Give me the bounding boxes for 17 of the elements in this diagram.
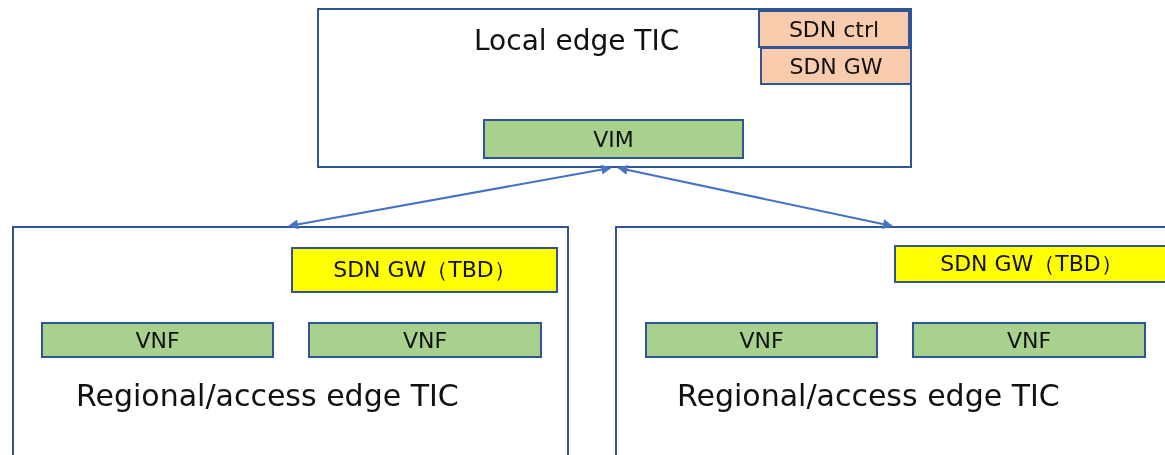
box-title: Local edge TIC bbox=[474, 24, 680, 57]
function-box: SDN ctrl bbox=[758, 10, 910, 48]
function-box: VNF bbox=[308, 322, 542, 358]
function-box: VNF bbox=[41, 322, 274, 358]
edge-tic-box bbox=[615, 226, 1165, 455]
double-arrow bbox=[617, 165, 893, 229]
function-box: VNF bbox=[645, 322, 878, 358]
function-box: SDN GW bbox=[760, 47, 912, 85]
double-arrow bbox=[288, 164, 612, 230]
edge-tic-box bbox=[12, 226, 569, 455]
box-title: Regional/access edge TIC bbox=[677, 378, 1060, 413]
function-box: SDN GW（TBD） bbox=[894, 245, 1165, 283]
box-title: Regional/access edge TIC bbox=[76, 378, 459, 413]
function-box: VNF bbox=[912, 322, 1146, 358]
function-box: SDN GW（TBD） bbox=[291, 247, 558, 293]
function-box: VIM bbox=[483, 119, 744, 159]
edge-tic-box bbox=[317, 8, 912, 168]
